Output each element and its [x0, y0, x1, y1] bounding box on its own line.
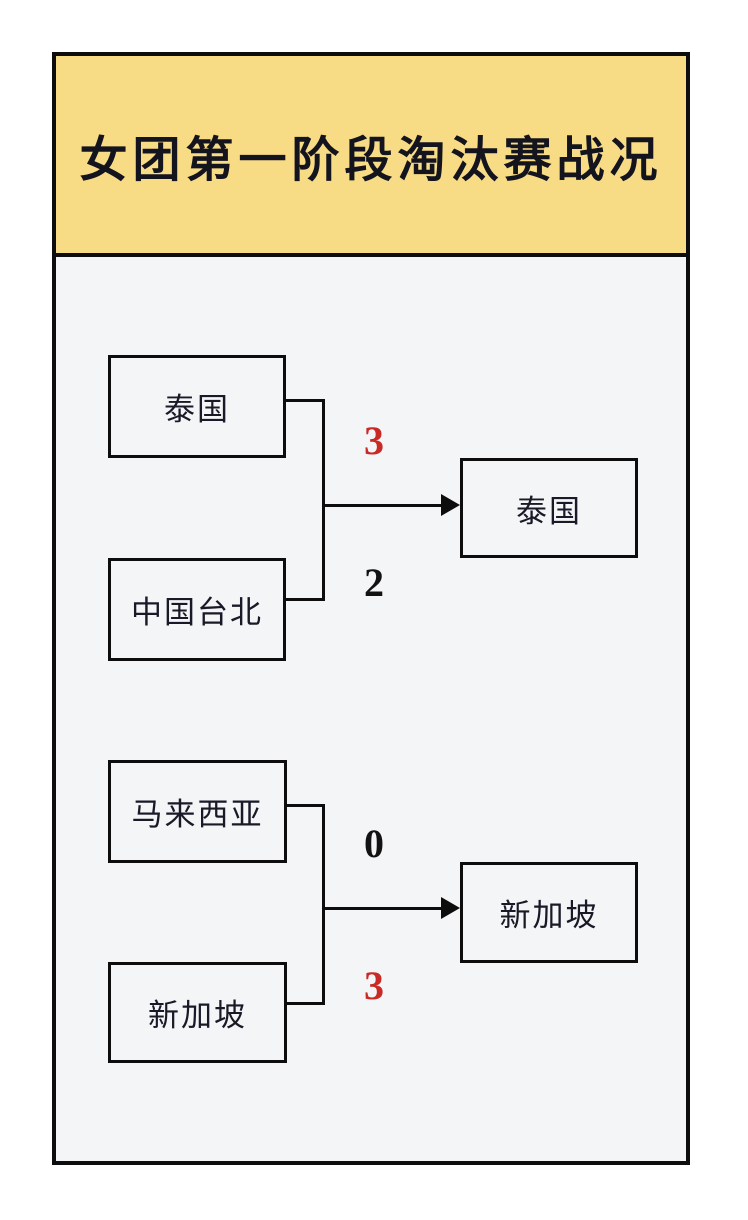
header-banner: 女团第一阶段淘汰赛战况 — [56, 56, 686, 257]
team-box-malaysia: 马来西亚 — [108, 760, 287, 863]
team-box-chinese-taipei: 中国台北 — [108, 558, 286, 661]
connector-m1-bottom-stub — [283, 598, 325, 601]
arrow-right-icon — [441, 494, 460, 516]
connector-m1-top-stub — [283, 399, 325, 402]
connector-m1-arrow-shaft — [322, 504, 444, 507]
connector-m2-vertical — [322, 804, 325, 1005]
winner-box-match-2: 新加坡 — [460, 862, 638, 963]
score-m2-top: 0 — [364, 821, 384, 866]
score-m1-bottom: 2 — [364, 560, 384, 605]
bracket-panel: 女团第一阶段淘汰赛战况 — [52, 52, 690, 1165]
arrow-right-icon — [441, 897, 460, 919]
connector-m2-top-stub — [285, 804, 325, 807]
page-title: 女团第一阶段淘汰赛战况 — [79, 133, 663, 187]
connector-m2-arrow-shaft — [322, 907, 444, 910]
score-m1-top: 3 — [364, 418, 384, 463]
team-box-singapore: 新加坡 — [108, 962, 287, 1063]
winner-box-match-1: 泰国 — [460, 458, 638, 558]
connector-m2-bottom-stub — [285, 1002, 325, 1005]
score-m2-bottom: 3 — [364, 963, 384, 1008]
team-box-thailand: 泰国 — [108, 355, 286, 458]
connector-m1-vertical — [322, 399, 325, 601]
